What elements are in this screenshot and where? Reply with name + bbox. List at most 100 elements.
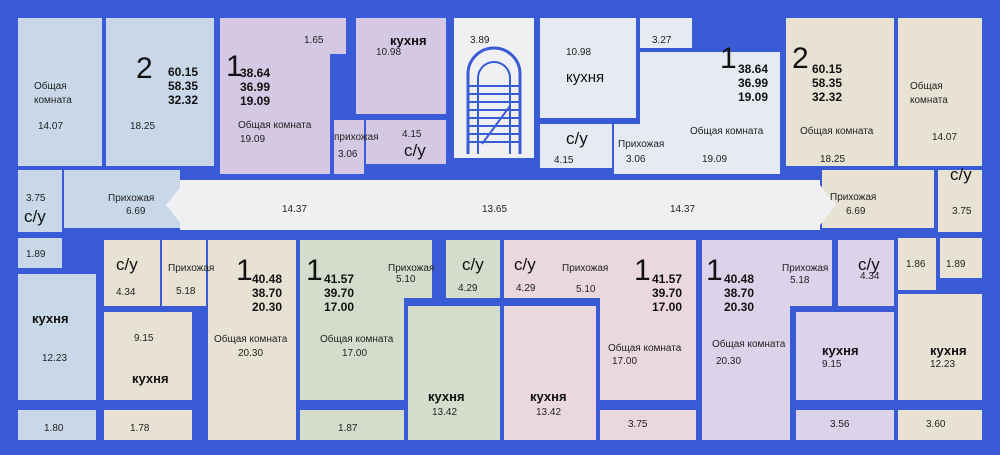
a1-kitchen [18,274,96,400]
a6-bath-area: 4.29 [458,283,478,294]
a7-bath-area: 4.29 [516,283,536,294]
a7-living-area: 17.00 [612,356,638,367]
a6-area-total: 41.57 [324,272,355,286]
a4-balcony-b-area: 1.89 [946,259,966,270]
a4-living-area: 14.07 [932,132,958,143]
a3-balcony-area: 3.27 [652,35,672,46]
a4-balcony-a-area: 1.86 [906,259,926,270]
a4-kitchen [898,294,982,400]
a1-loggia [18,410,96,440]
a6-bath [446,240,500,298]
a8-kitchen-label: кухня [822,343,859,358]
a2-kitchen-label: кухня [390,33,427,48]
a4-hall-label: Прихожая [830,192,877,203]
a8-hall [780,240,832,306]
a7-bath-label: с/у [514,255,536,274]
a3-bath-area: 4.15 [554,155,574,166]
a8-bath [838,240,894,306]
a1-area-living-total: 58.35 [168,79,199,93]
a5-area-total: 40.48 [252,272,283,286]
a2-bath [366,120,446,164]
a4-room-count: 2 [792,42,809,75]
a6-area-rooms: 17.00 [324,300,355,314]
corridor-c-area: 14.37 [670,204,696,215]
a7-area-total: 41.57 [652,272,683,286]
a2-balcony-area: 1.65 [304,35,324,46]
a7-kitchen-label: кухня [530,389,567,404]
a2-hall [334,120,364,174]
a2-bath-area: 4.15 [402,129,422,140]
a5-hall-label: Прихожая [168,263,215,274]
a6-kitchen-area: 13.42 [432,407,458,418]
a1-areas: 60.15 58.35 32.32 [168,65,198,107]
a6-living-area: 17.00 [342,348,368,359]
a5-room-count: 1 [236,254,253,287]
a5-kitchen-label: кухня [132,371,169,386]
a7-room-count: 1 [634,254,651,287]
a2-areas: 38.64 36.99 19.09 [240,66,270,108]
a3-areas: 38.64 36.99 19.09 [738,62,768,104]
a2-room-count: 1 [226,50,243,83]
a6-area-living-total: 39.70 [324,286,355,300]
a4-area-rooms: 32.32 [812,90,843,104]
a8-hall-area: 5.18 [790,275,810,286]
a5-living-label: Общая комната [214,334,288,345]
a3-living-label: Общая комната [690,126,764,137]
a4-kitchen-area: 12.23 [930,359,956,370]
a2-living-area: 19.09 [240,134,266,145]
a7-kitchen [504,306,596,440]
a2-area-total: 38.64 [240,66,271,80]
a1-living-label-2: комната [34,95,72,106]
a4-bath [938,170,982,232]
a4-loggia [898,410,982,440]
a6-kitchen [408,306,500,440]
a8-area-living-total: 38.70 [724,286,755,300]
a7-hall-area: 5.10 [576,284,596,295]
a4-hall [822,170,934,228]
a6-hall [374,240,432,298]
a5-areas: 40.48 38.70 20.30 [252,272,282,314]
a2-bath-label: с/у [404,141,426,160]
a1-loggia-area: 1.80 [44,423,64,434]
a6-areas: 41.57 39.70 17.00 [324,272,354,314]
stairs-area: 3.89 [470,35,490,46]
a5-area-rooms: 20.30 [252,300,283,314]
stair-icon [462,44,526,154]
corridor-a-area: 14.37 [282,204,308,215]
a3-kitchen-label: кухня [566,69,605,86]
a7-bath [504,240,558,298]
a6-room-count: 1 [306,254,323,287]
a5-loggia-area: 1.78 [130,423,150,434]
a1-balcony-area: 1.89 [26,249,46,260]
a6-hall-label: Прихожая [388,263,435,274]
a3-hall-area: 3.06 [626,154,646,165]
a2-kitchen-area: 10.98 [376,47,402,58]
a3-living-room [640,52,780,174]
a2-hall-area: 3.06 [338,149,358,160]
a2-kitchen [356,18,446,114]
a1-room2 [106,18,214,166]
a4-areas: 60.15 58.35 32.32 [812,62,842,104]
a5-living-area: 20.30 [238,348,264,359]
a1-area-rooms: 32.32 [168,93,199,107]
a2-living-label: Общая комната [238,120,312,131]
a6-loggia-area: 1.87 [338,423,358,434]
a4-kitchen-label: кухня [930,343,967,358]
a6-loggia [300,410,404,440]
a5-loggia [104,410,192,440]
a5-hall-area: 5.18 [176,286,196,297]
a1-area-total: 60.15 [168,65,199,79]
a4-room2-area: 18.25 [820,154,846,165]
a8-area-rooms: 20.30 [724,300,755,314]
a4-bath-area: 3.75 [952,206,972,217]
a4-bath-label: с/у [950,165,972,184]
a4-loggia-area: 3.60 [926,419,946,430]
a8-area-total: 40.48 [724,272,755,286]
a5-bath [104,240,160,306]
a8-loggia [796,410,894,440]
a4-room2 [786,18,894,166]
a4-hall-area: 6.69 [846,206,866,217]
a6-living-label: Общая комната [320,334,394,345]
a1-kitchen-label: кухня [32,311,69,326]
